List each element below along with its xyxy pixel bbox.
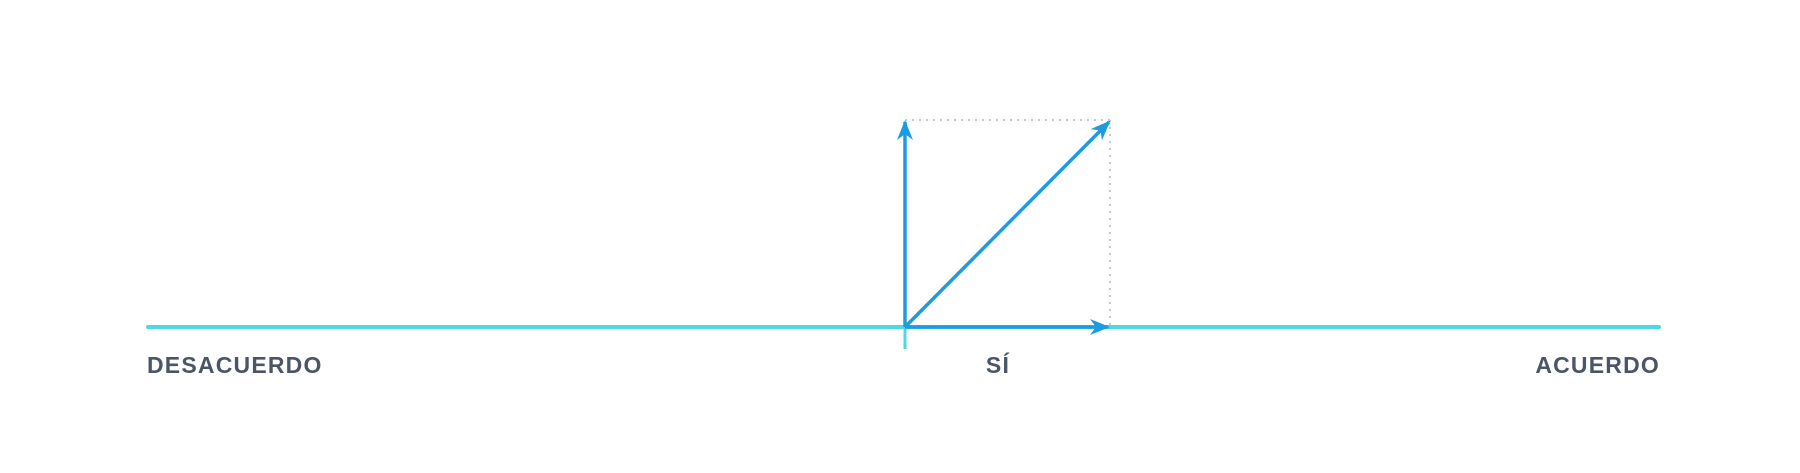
arrow-diagonal-icon [903,120,1111,329]
label-agreement: ACUERDO [1535,352,1660,378]
label-disagreement: DESACUERDO [147,352,323,378]
label-yes: SÍ [986,351,1010,378]
